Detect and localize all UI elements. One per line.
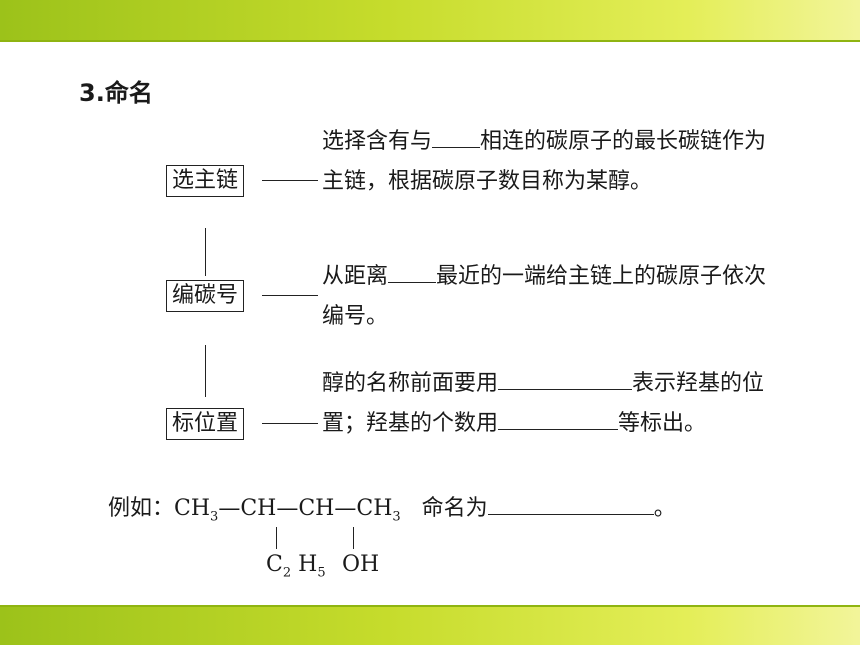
connector-line: [262, 423, 318, 424]
step-box-mark-position: 标位置: [166, 408, 245, 440]
bond-line: [276, 527, 277, 549]
answer-blank[interactable]: [432, 123, 481, 148]
bond-line: [353, 527, 354, 549]
step-box-number-carbons: 编碳号: [166, 280, 245, 312]
connector-line: [205, 345, 206, 397]
connector-line: [205, 228, 206, 276]
substituent-hydroxyl: OH: [342, 552, 380, 577]
top-band: [0, 0, 860, 42]
substituent-ethyl: C2 H5: [266, 552, 326, 581]
answer-blank[interactable]: [388, 258, 437, 283]
step-box-select-main-chain: 选主链: [166, 165, 245, 197]
step-desc-number-carbons: 从距离最近的一端给主链上的碳原子依次编号。: [322, 257, 782, 337]
answer-blank[interactable]: [498, 365, 633, 390]
chemical-formula: CH3—CH—CH—CH3: [174, 496, 401, 525]
example-line: 例如：CH3—CH—CH—CH3 命名为。: [108, 490, 676, 524]
connector-line: [262, 180, 318, 181]
section-heading: 3.命名: [79, 79, 153, 107]
step-desc-mark-position: 醇的名称前面要用表示羟基的位置；羟基的个数用等标出。: [322, 364, 782, 444]
connector-line: [262, 295, 318, 296]
answer-blank[interactable]: [498, 405, 619, 430]
bottom-band: [0, 605, 860, 645]
step-desc-select-main-chain: 选择含有与相连的碳原子的最长碳链作为主链，根据碳原子数目称为某醇。: [322, 122, 782, 202]
answer-blank[interactable]: [487, 490, 654, 515]
